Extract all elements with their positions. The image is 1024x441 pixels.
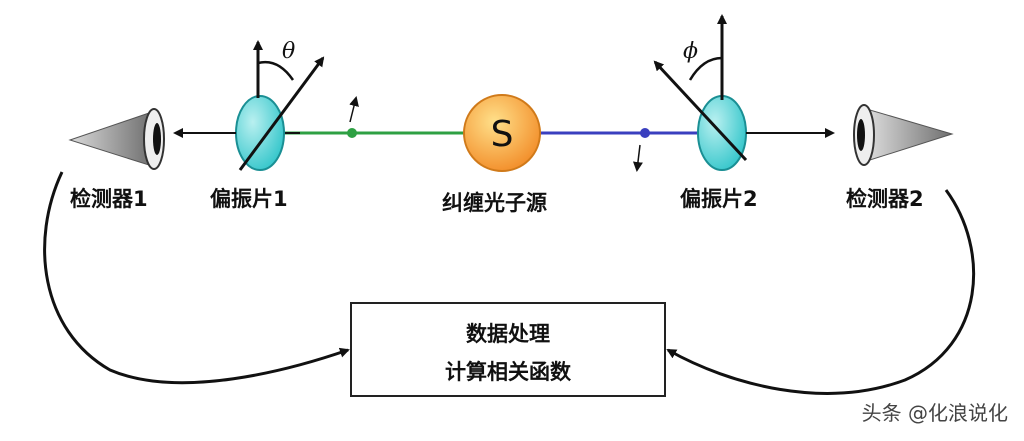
polarizer2-label: 偏振片2 <box>680 187 758 211</box>
photon-dot-left <box>347 128 357 138</box>
source-label: 纠缠光子源 <box>442 191 547 215</box>
signal-path-left <box>43 171 350 385</box>
photon-dot-right <box>640 128 650 138</box>
processing-title: 数据处理 <box>466 322 550 346</box>
processing-subtitle: 计算相关函数 <box>445 360 571 384</box>
photon-source-circle <box>463 94 541 172</box>
watermark: 头条 @化浪说化 <box>861 401 1008 425</box>
polarizer1-disc <box>235 95 285 171</box>
polarizer2-axis-line <box>653 60 748 162</box>
detector2-label: 检测器2 <box>846 187 924 211</box>
phi-symbol: ϕ <box>683 39 698 64</box>
photon-polarization-arrow-right <box>632 144 643 172</box>
polarizer1-axis-line <box>238 56 325 171</box>
signal-path-right <box>666 189 976 395</box>
source-symbol: S <box>491 114 514 155</box>
theta-arc <box>257 60 295 81</box>
detector1-label: 检测器1 <box>70 187 148 211</box>
data-processing-box: 数据处理 计算相关函数 <box>350 302 666 397</box>
phi-arc <box>688 56 723 81</box>
detector1-horn-icon <box>68 108 165 170</box>
detector2-horn-icon <box>853 104 954 166</box>
photon-polarization-arrow-left <box>349 96 359 123</box>
polarizer1-label: 偏振片1 <box>210 187 288 211</box>
theta-symbol: θ <box>282 39 295 64</box>
